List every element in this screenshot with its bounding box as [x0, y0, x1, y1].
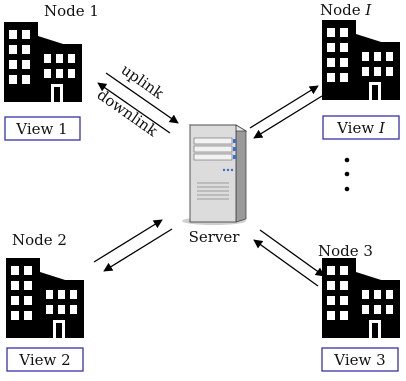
uplink-arrow: [93, 219, 163, 263]
view-2-label: View 2: [18, 351, 70, 369]
downlink-arrow: [253, 95, 323, 139]
node-2: Node 2 View 2: [6, 231, 84, 372]
downlink-arrow: [259, 229, 325, 277]
link-node-3: [253, 229, 325, 287]
view-1-box: [4, 116, 81, 141]
view-i-box: [322, 115, 400, 140]
downlink-arrow: [97, 82, 171, 134]
node-i-label: Node I: [320, 1, 372, 19]
server-label: Server: [189, 228, 241, 246]
ellipsis-dots: [344, 157, 350, 192]
node-2-label: Node 2: [12, 231, 67, 249]
link-node-i: [249, 85, 323, 139]
building-icon: [322, 258, 400, 338]
view-i-label: View I: [336, 119, 386, 137]
building-icon: [322, 20, 400, 100]
view-3-label: View 3: [333, 351, 385, 369]
uplink-arrow: [249, 85, 319, 129]
link-node-1: uplink downlink: [94, 61, 179, 141]
node-1: Node 1 View 1: [4, 2, 99, 141]
node-i: Node I View I: [320, 1, 400, 140]
server-icon: [182, 124, 248, 225]
uplink-arrow: [105, 72, 179, 124]
view-2-box: [6, 347, 84, 372]
node-1-label: Node 1: [44, 2, 99, 20]
building-icon: [4, 22, 82, 102]
view-3-box: [321, 347, 399, 372]
link-node-2: [93, 219, 173, 272]
node-3: Node 3 View 3: [318, 242, 400, 372]
node-3-label: Node 3: [318, 242, 373, 260]
downlink-arrow: [103, 228, 173, 272]
view-1-label: View 1: [15, 120, 67, 138]
building-icon: [6, 258, 84, 338]
uplink-label: uplink: [118, 61, 168, 104]
uplink-arrow: [253, 239, 319, 287]
server: Server: [182, 124, 248, 246]
